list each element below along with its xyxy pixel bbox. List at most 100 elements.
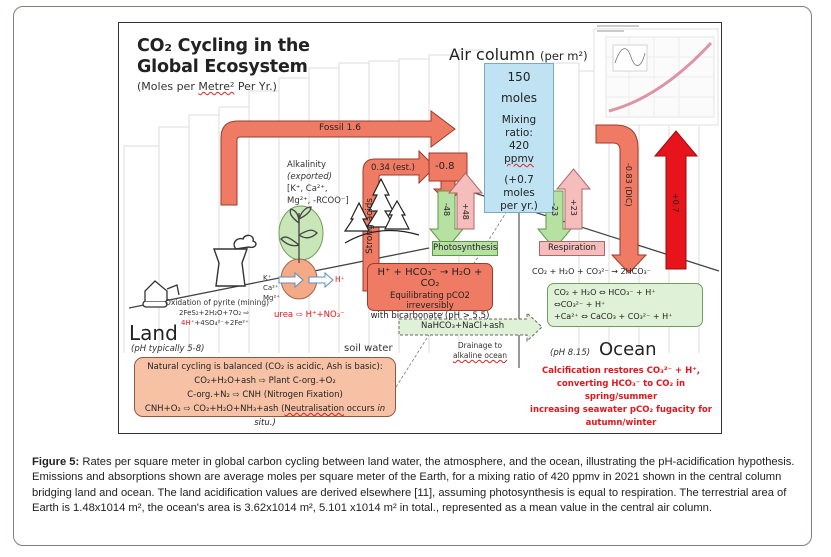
diagram-title: CO₂ Cycling in the Global Ecosystem bbox=[137, 36, 310, 78]
increase-line-1: (+0.7 bbox=[504, 174, 534, 186]
drainage-line-2: alkaline ocean bbox=[452, 351, 508, 360]
air-column-box: 150 moles Mixing ratio: 420 ppmv (+0.7 m… bbox=[484, 63, 554, 213]
drainage-line-1: Drainage to bbox=[457, 341, 503, 350]
calcification-line-3: increasing seawater pCO₂ fugacity for bbox=[530, 405, 712, 415]
caption-text: Rates per square meter in global carbon … bbox=[32, 456, 795, 514]
photosynthesis-up-arrow bbox=[447, 172, 484, 230]
land-ph: (pH typically 5-8) bbox=[131, 344, 205, 354]
diagram-graphics bbox=[123, 25, 720, 404]
natural-cycling-line-2: CO₂+H₂O+ash ⇨ Plant C-org.+O₂ bbox=[194, 376, 336, 386]
fossil-label: Fossil 1.6 bbox=[319, 123, 361, 133]
title-line-1: CO₂ Cycling in the bbox=[137, 36, 310, 56]
photosynthesis-up-value: +48 bbox=[461, 203, 470, 220]
soil-water-label: soil water bbox=[344, 343, 393, 354]
air-column-title: Air column (per m²) bbox=[449, 45, 588, 64]
bicarbonate-line-3: with bicarbonate (pH > 5.5) bbox=[370, 311, 490, 321]
respiration-up-value: +23 bbox=[569, 199, 578, 216]
urea-reaction: urea ⇨ H⁺+NO₃⁻ bbox=[274, 310, 345, 320]
ocean-uptake-arrow bbox=[653, 130, 699, 270]
minus-0-8-label: -0.8 bbox=[435, 161, 455, 172]
calcification-note: Calcification restores CO₃²⁻ + H⁺, conve… bbox=[521, 365, 721, 430]
trees-icon bbox=[343, 177, 420, 244]
subtitle-suffix: Per Yr.) bbox=[234, 80, 277, 93]
co2-cycle-diagram: CO₂ Cycling in the Global Ecosystem (Mol… bbox=[118, 22, 722, 434]
respiration-label: Respiration bbox=[539, 241, 605, 256]
ocean-equation-top: CO₂ + H₂O + CO₃²⁻ → 2HCO₃⁻ bbox=[532, 267, 651, 276]
root-ion-mg: Mg²⁺ bbox=[263, 294, 280, 302]
natural-cycling-line-3: C-org.+N₂ ⇨ CNH (Nitrogen Fixation) bbox=[187, 390, 343, 400]
power-plant-icon bbox=[213, 234, 257, 287]
pyrite-equation-1: 2FeS₂+2H₂O+7O₂ ⇨ bbox=[179, 309, 250, 317]
photosynthesis-down-arrow bbox=[428, 190, 465, 250]
increase-line-3: per yr.) bbox=[500, 200, 538, 212]
subtitle-unit: Metre² bbox=[198, 80, 235, 93]
alkalinity-line-2: (exported) bbox=[287, 172, 332, 182]
strong-acids-label: Strong acids bbox=[365, 198, 375, 254]
strong-acids-value: 0.34 (est.) bbox=[371, 163, 415, 173]
pyrite-equation-2: 4H⁺+4SO₄²⁻+2Fe²⁺ bbox=[181, 319, 249, 327]
drainage-arrow-label: NaHCO₃+NaCl+ash bbox=[421, 321, 505, 331]
plant-icon bbox=[280, 206, 318, 263]
ocean-label: Ocean bbox=[599, 339, 657, 360]
mixing-value: 420 bbox=[508, 140, 530, 152]
calcification-line-1: Calcification restores CO₃²⁻ + H⁺, bbox=[542, 366, 700, 376]
natural-cycling-box: Natural cycling is balanced (CO₂ is acid… bbox=[134, 357, 396, 428]
root-ion-k: K⁺ bbox=[263, 274, 272, 282]
caption-label: Figure 5: bbox=[32, 456, 80, 468]
root-ion-ca: Ca²⁺ bbox=[263, 284, 279, 292]
title-line-2: Global Ecosystem bbox=[137, 57, 308, 77]
bicarbonate-line-2: Equilibrating pCO2 irreversibly bbox=[390, 291, 470, 311]
air-column-unit: (per m²) bbox=[540, 49, 588, 63]
bicarbonate-equation: H⁺ + HCO₃⁻ → H₂O + CO₂ bbox=[377, 267, 483, 289]
ocean-equilibrium-box: CO₂ + H₂O ⇔ HCO₃⁻ + H⁺ ⇔CO₃²⁻ + H⁺ +Ca²⁺… bbox=[547, 283, 703, 327]
diagram-subtitle: (Moles per Metre² Per Yr.) bbox=[137, 80, 277, 93]
ocean-equilibrium-line-3: +Ca²⁺ ⇔ CaCO₃ + CO₃²⁻ + H⁺ bbox=[554, 312, 673, 321]
alkalinity-line-4: Mg²⁺, -RCOO⁻] bbox=[287, 196, 349, 206]
air-amount-unit: moles bbox=[501, 91, 537, 105]
natural-cycling-line-1: Natural cycling is balanced (CO₂ is acid… bbox=[147, 362, 383, 372]
figure-caption: Figure 5: Rates per square meter in glob… bbox=[32, 455, 797, 516]
land-label: Land bbox=[129, 321, 178, 345]
dic-arrow bbox=[595, 124, 648, 274]
photosynthesis-label: Photosynthesis bbox=[432, 241, 498, 256]
mixing-label-1: Mixing bbox=[501, 114, 537, 126]
natural-cycling-line-4: CNH+O₂ ⇨ CO₂+H₂O+NH₃+ash (Neutralisation… bbox=[135, 402, 395, 430]
photosynthesis-down-value: -48 bbox=[442, 203, 451, 217]
minus-0-8-box bbox=[428, 152, 468, 182]
pyrite-h-ions: 4H⁺ bbox=[181, 319, 195, 327]
mixing-label-2: ratio: bbox=[505, 127, 533, 139]
alkalinity-text: Alkalinity (exported) [K⁺, Ca²⁺, Mg²⁺, -… bbox=[287, 159, 349, 207]
inset-co2-trend-chart bbox=[593, 25, 719, 126]
calcification-line-2: converting HCO₃⁻ to CO₂ in spring/summer bbox=[556, 379, 686, 402]
drainage-text: Drainage to alkaline ocean bbox=[421, 341, 539, 361]
calcification-line-4: autumn/winter bbox=[585, 418, 657, 428]
subtitle-prefix: (Moles per bbox=[137, 80, 199, 93]
natural-line-4-mid: occurs bbox=[344, 404, 378, 414]
air-amount: 150 bbox=[507, 70, 531, 84]
pyrite-products: +4SO₄²⁻+2Fe²⁺ bbox=[194, 319, 249, 327]
respiration-down-value: -23 bbox=[550, 203, 559, 217]
drainage-arrow bbox=[398, 311, 543, 343]
ocean-uptake-value: +0.7 bbox=[671, 193, 680, 213]
ocean-ph: (pH 8.15) bbox=[550, 348, 591, 358]
mixing-unit: ppmv bbox=[504, 153, 534, 165]
increase-line-2: moles bbox=[503, 187, 535, 199]
dic-value: -0.83 (DIC) bbox=[624, 163, 633, 207]
root-ions: K⁺ Ca²⁺ Mg²⁺ bbox=[263, 273, 280, 303]
alkalinity-line-1: Alkalinity bbox=[287, 160, 326, 170]
pyrite-label: Oxidation of pyrite (mining) bbox=[165, 298, 270, 307]
fossil-arrow bbox=[220, 110, 456, 206]
ocean-equilibrium-line-1: CO₂ + H₂O ⇔ HCO₃⁻ + H⁺ bbox=[554, 288, 656, 297]
excavator-icon bbox=[142, 280, 180, 308]
natural-line-4-word: Neutralisation bbox=[284, 404, 345, 414]
respiration-up-arrow bbox=[555, 168, 592, 230]
root-ion-arrow-1 bbox=[278, 271, 304, 289]
air-column-label: Air column bbox=[449, 45, 535, 64]
bicarbonate-equilibrium-box: H⁺ + HCO₃⁻ → H₂O + CO₂ Equilibrating pCO… bbox=[367, 263, 493, 321]
natural-line-4-italic: in situ.) bbox=[254, 404, 386, 428]
natural-line-4-prefix: CNH+O₂ ⇨ CO₂+H₂O+NH₃+ash ( bbox=[144, 404, 285, 414]
alkalinity-line-3: [K⁺, Ca²⁺, bbox=[287, 184, 328, 194]
root-h-ion: H⁺ bbox=[335, 275, 345, 284]
root-ion-arrow-2 bbox=[308, 271, 334, 289]
ocean-equilibrium-line-2: ⇔CO₃²⁻ + H⁺ bbox=[554, 300, 606, 309]
